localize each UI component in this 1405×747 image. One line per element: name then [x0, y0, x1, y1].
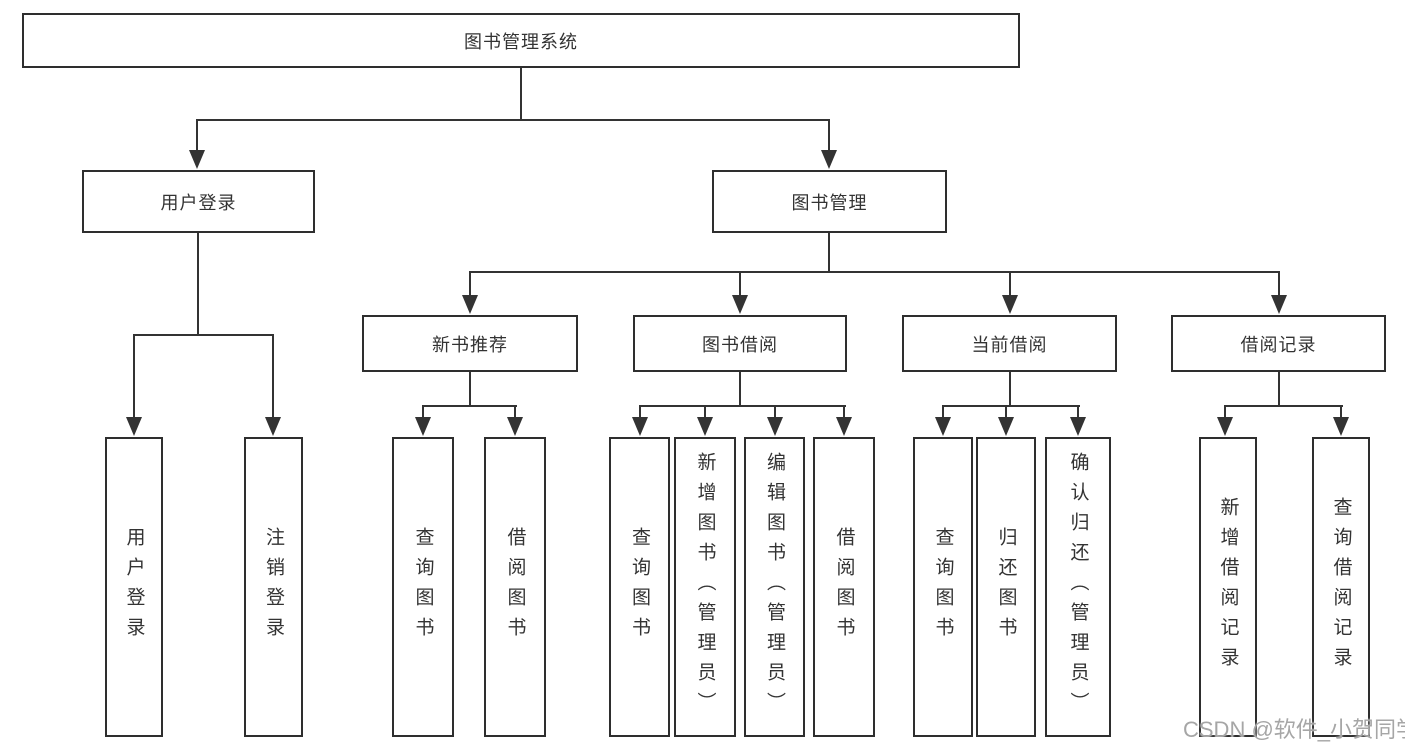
- connector-line: [942, 405, 1080, 407]
- leaf-query-borrow-record: 查询借阅记录: [1312, 437, 1370, 737]
- arrow-down-icon: [462, 295, 478, 314]
- arrow-down-icon: [415, 417, 431, 436]
- node-user-login-label: 用户登录: [160, 192, 237, 213]
- connector-line: [1009, 372, 1011, 407]
- connector-line: [469, 372, 471, 407]
- arrow-down-icon: [507, 417, 523, 436]
- leaf-logout: 注销登录: [244, 437, 303, 737]
- connector-line: [1278, 372, 1280, 407]
- leaf-add-book-admin: 新增图书（管理员）: [674, 437, 736, 737]
- node-root-label: 图书管理系统: [464, 31, 578, 52]
- connector-line: [843, 405, 845, 420]
- connector-line: [739, 271, 741, 298]
- leaf-query-books-borrowing: 查询图书: [609, 437, 670, 737]
- node-user-login: 用户登录: [82, 170, 315, 233]
- node-book-management-label: 图书管理: [791, 192, 868, 213]
- leaf-confirm-return-admin: 确认归还（管理员）: [1045, 437, 1111, 737]
- connector-line: [704, 405, 706, 420]
- node-current-borrowing: 当前借阅: [902, 315, 1117, 372]
- node-book-management: 图书管理: [712, 170, 947, 233]
- connector-line: [942, 405, 944, 420]
- arrow-down-icon: [1070, 417, 1086, 436]
- connector-line: [1005, 405, 1007, 420]
- node-book-borrowing: 图书借阅: [633, 315, 847, 372]
- arrow-down-icon: [189, 150, 205, 169]
- connector-line: [1009, 271, 1011, 298]
- connector-line: [1340, 405, 1342, 420]
- arrow-down-icon: [126, 417, 142, 436]
- connector-line: [196, 119, 198, 154]
- connector-line: [197, 233, 199, 336]
- node-new-book-recommend: 新书推荐: [362, 315, 578, 372]
- leaf-borrow-books-borrowing: 借阅图书: [813, 437, 875, 737]
- connector-line: [422, 405, 424, 420]
- arrow-down-icon: [836, 417, 852, 436]
- node-root: 图书管理系统: [22, 13, 1020, 68]
- arrow-down-icon: [767, 417, 783, 436]
- leaf-borrow-books-recommend: 借阅图书: [484, 437, 546, 737]
- leaf-query-books-current: 查询图书: [913, 437, 973, 737]
- arrow-down-icon: [1333, 417, 1349, 436]
- connector-line: [1077, 405, 1079, 420]
- arrow-down-icon: [1217, 417, 1233, 436]
- connector-line: [1278, 271, 1280, 298]
- leaf-user-login: 用户登录: [105, 437, 163, 737]
- leaf-add-borrow-record: 新增借阅记录: [1199, 437, 1257, 737]
- connector-line: [639, 405, 846, 407]
- arrow-down-icon: [265, 417, 281, 436]
- arrow-down-icon: [697, 417, 713, 436]
- connector-line: [514, 405, 516, 420]
- connector-line: [422, 405, 517, 407]
- leaf-query-books-recommend: 查询图书: [392, 437, 454, 737]
- arrow-down-icon: [821, 150, 837, 169]
- leaf-return-books: 归还图书: [976, 437, 1036, 737]
- connector-line: [196, 119, 830, 121]
- connector-line: [272, 334, 274, 419]
- connector-line: [774, 405, 776, 420]
- leaf-edit-book-admin: 编辑图书（管理员）: [744, 437, 805, 737]
- connector-line: [739, 372, 741, 407]
- connector-line: [469, 271, 1280, 273]
- connector-line: [133, 334, 135, 419]
- connector-line: [828, 233, 830, 273]
- arrow-down-icon: [632, 417, 648, 436]
- connector-line: [828, 119, 830, 154]
- connector-line: [520, 68, 522, 121]
- arrow-down-icon: [1271, 295, 1287, 314]
- node-borrowing-records: 借阅记录: [1171, 315, 1386, 372]
- watermark: CSDN @软件_小贺同学: [1183, 717, 1405, 742]
- arrow-down-icon: [935, 417, 951, 436]
- arrow-down-icon: [1002, 295, 1018, 314]
- connector-line: [1224, 405, 1343, 407]
- arrow-down-icon: [732, 295, 748, 314]
- connector-line: [1224, 405, 1226, 420]
- arrow-down-icon: [998, 417, 1014, 436]
- connector-line: [469, 271, 471, 298]
- connector-line: [133, 334, 274, 336]
- connector-line: [639, 405, 641, 420]
